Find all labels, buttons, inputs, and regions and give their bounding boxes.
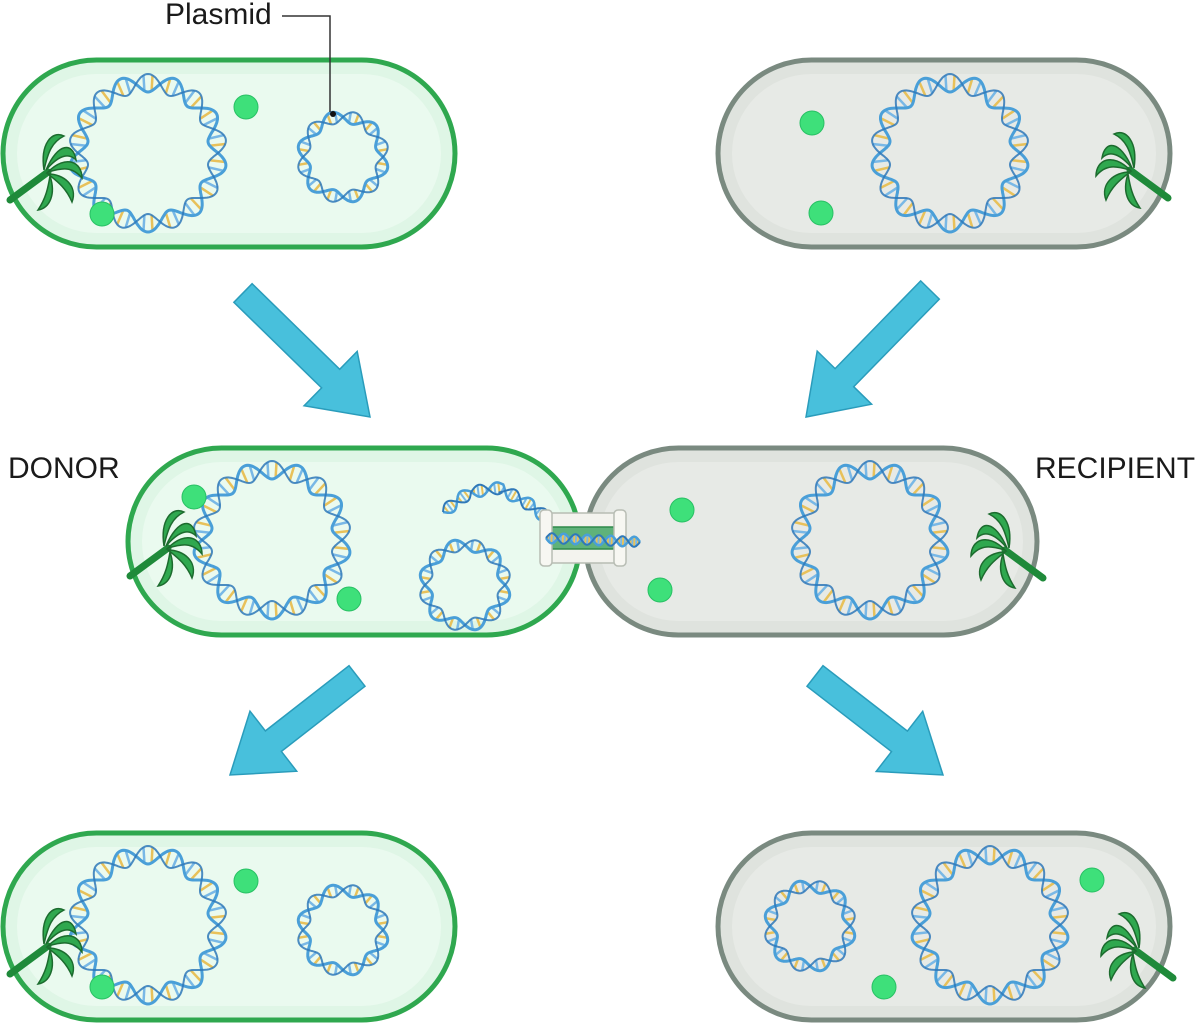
ribosome-icon (1079, 867, 1105, 893)
donor-cell-top (0, 57, 458, 250)
plasmid-icon (418, 538, 512, 632)
ribosome-icon (89, 201, 115, 227)
ribosome-icon (871, 974, 897, 1000)
ribosome-icon (233, 868, 259, 894)
plasmid-leader-line (282, 15, 336, 117)
chromosome-icon (192, 459, 352, 621)
ribosome-icon (181, 484, 207, 510)
chromosome-icon (910, 844, 1070, 1006)
plasmid-icon (763, 879, 857, 973)
donor-label: DONOR (8, 452, 120, 485)
plasmid-icon (296, 883, 390, 977)
plasmid-label: Plasmid (165, 0, 272, 31)
chromosome-icon (68, 844, 228, 1006)
flagellum-icon (970, 511, 1047, 590)
flagellum-icon (6, 133, 83, 212)
pilus-dna-strand (544, 532, 642, 548)
arrow-recipient-out (805, 664, 945, 776)
cytoplasm (732, 74, 1156, 233)
flagellum-icon (1100, 911, 1177, 990)
ribosome-icon (89, 974, 115, 1000)
donor-cell-conjugating (125, 445, 632, 638)
chromosome-icon (68, 72, 228, 234)
cells-layer (0, 57, 1177, 1023)
ribosome-icon (808, 200, 834, 226)
flagellum-icon (6, 907, 83, 986)
recipient-cell-top (715, 57, 1173, 250)
chromosome-icon (790, 459, 950, 621)
ribosome-icon (799, 110, 825, 136)
recipient-cell-conjugating (582, 445, 1047, 638)
cytoplasm (17, 74, 441, 233)
arrows-layer (228, 279, 945, 776)
donor-cell-bottom (0, 830, 458, 1023)
ribosome-icon (647, 577, 673, 603)
arrow-recipient-down (805, 279, 941, 418)
recipient-cell-bottom (715, 830, 1177, 1023)
chromosome-icon (870, 72, 1030, 234)
flagellum-icon (1095, 131, 1172, 210)
flagellum-icon (126, 509, 203, 588)
plasmid-icon (296, 110, 390, 204)
arrow-donor-down (232, 282, 371, 418)
arrow-donor-out (228, 664, 367, 776)
conjugation-pilus-bridge (539, 509, 642, 567)
cytoplasm (599, 462, 1023, 621)
ribosome-icon (336, 586, 362, 612)
recipient-label: RECIPIENT (1035, 452, 1196, 485)
ribosome-icon (669, 497, 695, 523)
ribosome-icon (233, 94, 259, 120)
